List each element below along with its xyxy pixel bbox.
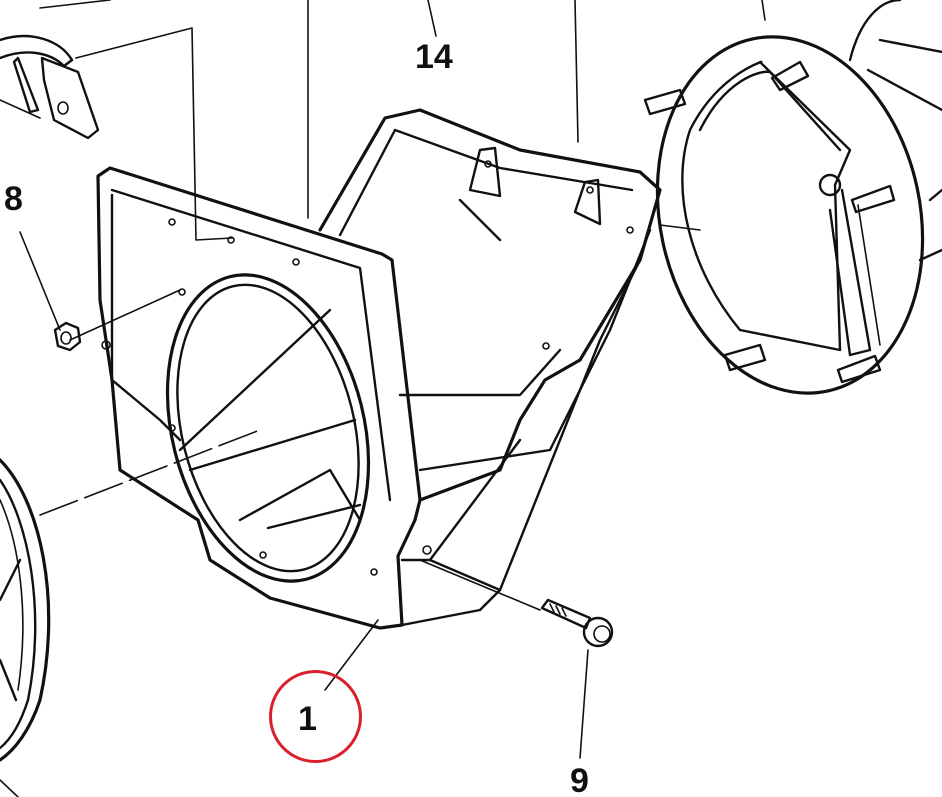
fan-blade-assembly <box>848 0 942 262</box>
mounting-bracket <box>0 0 233 241</box>
callout-14: 14 <box>415 38 453 76</box>
hex-nut <box>53 321 82 352</box>
left-ring-partial <box>0 458 51 797</box>
gasket-ring <box>643 0 925 395</box>
fan-shroud-housing <box>96 108 662 630</box>
flange-bolt <box>540 598 614 648</box>
callout-9: 9 <box>570 762 589 797</box>
leader-lines <box>19 0 701 759</box>
highlight-circle <box>269 670 362 763</box>
callout-8: 8 <box>4 180 23 218</box>
